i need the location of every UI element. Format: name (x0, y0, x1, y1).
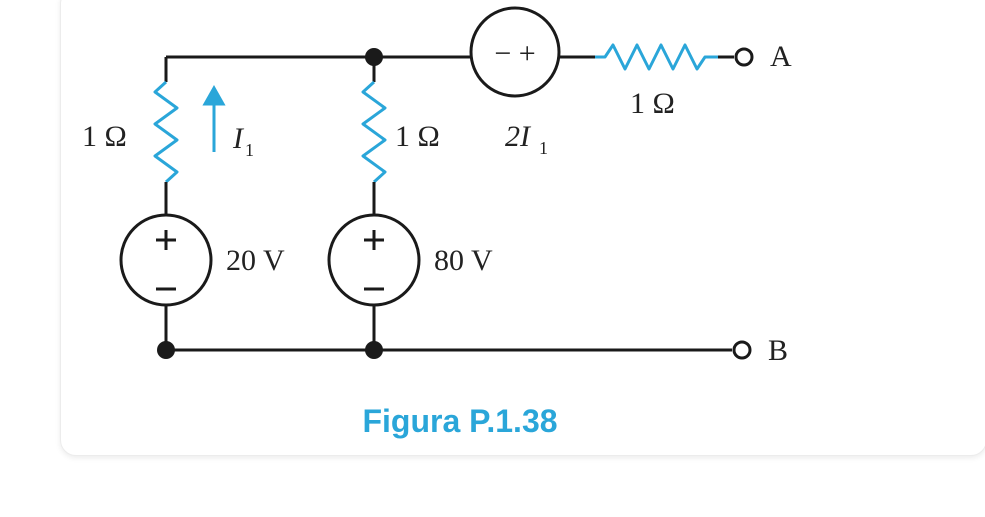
plus-sign-left (156, 230, 176, 250)
voltage-source-20v (119, 213, 213, 307)
source-left-label: 20 V (226, 244, 285, 277)
current-arrow-head (202, 84, 226, 106)
source-mid-label: 80 V (434, 244, 493, 277)
junction-bottom-left (157, 341, 175, 359)
resistor-left-label: 1 Ω (82, 120, 127, 153)
terminal-a-node (734, 47, 754, 67)
figure-caption: Figura P.1.38 (362, 403, 557, 439)
dependent-voltage-source (469, 6, 561, 98)
dep-source-label-sub: 1 (539, 138, 548, 158)
resistor-top (595, 43, 718, 71)
terminal-b-node (732, 340, 752, 360)
plus-sign-mid (364, 230, 384, 250)
dep-source-label: 2I (505, 120, 532, 153)
current-label-sub: 1 (245, 140, 254, 160)
resistor-mid (361, 80, 387, 184)
terminal-a-label: A (770, 40, 792, 73)
current-label: I (232, 122, 245, 155)
junction-bottom-mid (365, 341, 383, 359)
resistor-top-label: 1 Ω (630, 87, 675, 120)
terminal-b-label: B (768, 334, 788, 367)
dep-source-signs: − + (494, 37, 535, 70)
resistor-mid-label: 1 Ω (395, 120, 440, 153)
junction-top (365, 48, 383, 66)
voltage-source-80v (327, 213, 421, 307)
resistor-left (153, 80, 179, 184)
